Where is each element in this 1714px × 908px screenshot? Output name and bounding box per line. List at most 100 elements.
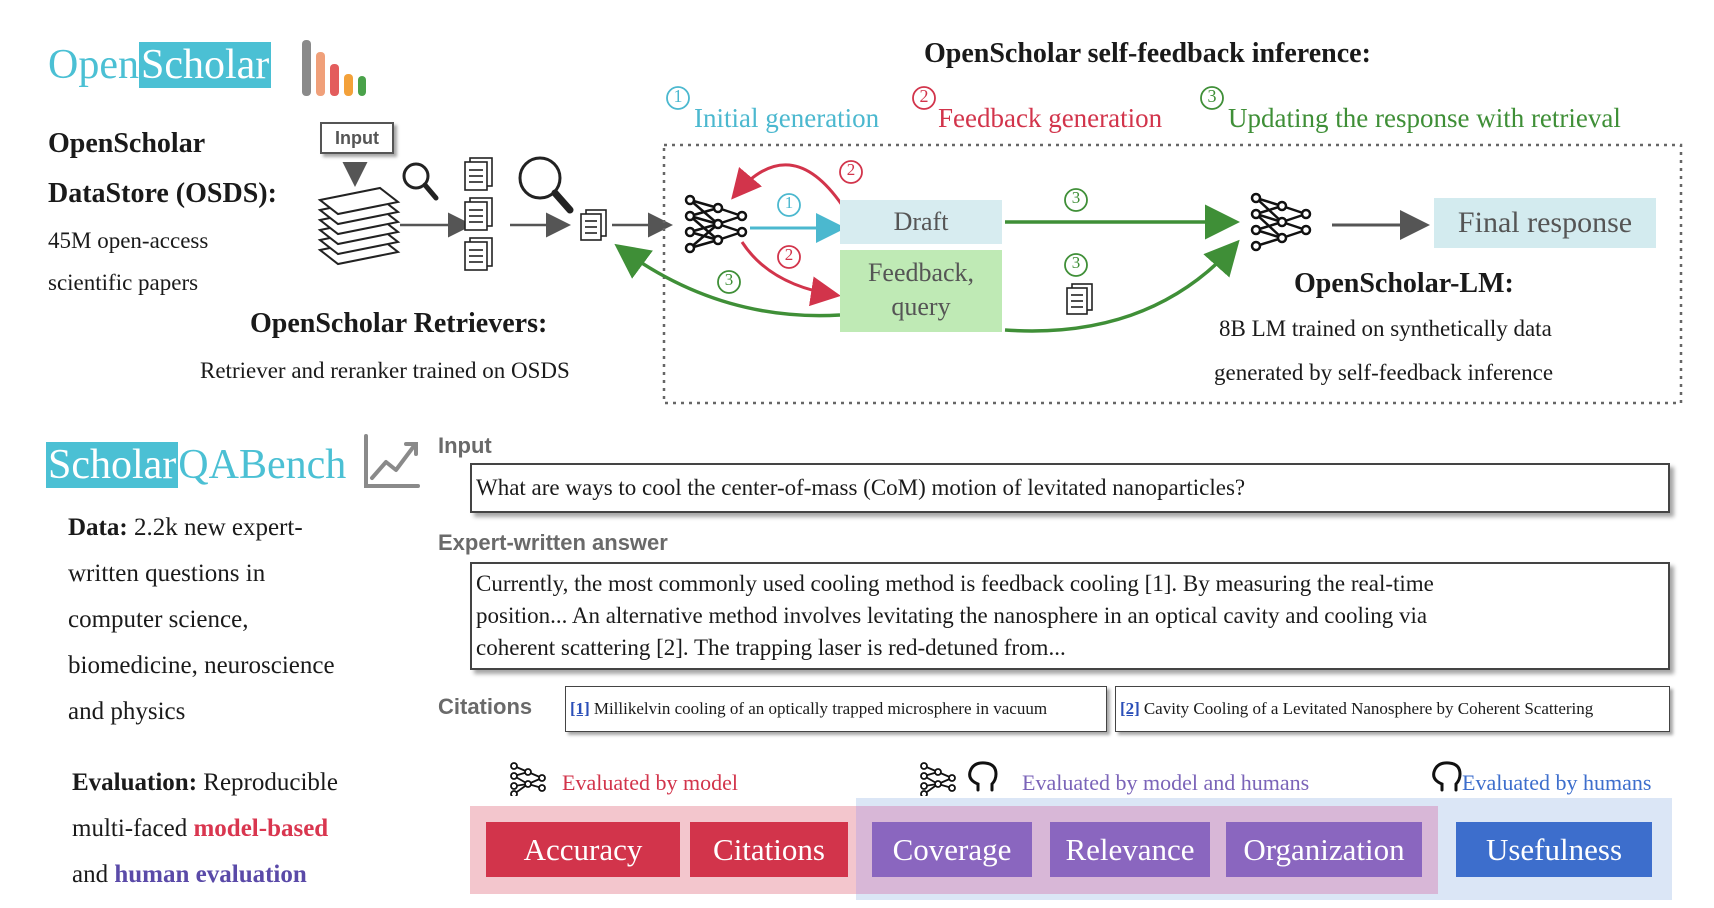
- citation-2-box: [2] Cavity Cooling of a Levitated Nanosp…: [1115, 686, 1670, 732]
- edge-mark-2-top: 2: [846, 160, 856, 179]
- human-head-icon-a: [968, 761, 998, 792]
- citations-label: Citations: [438, 694, 533, 719]
- step-updating-response: Updating the response with retrieval: [1228, 103, 1621, 133]
- legend-icons: [510, 761, 1462, 796]
- edge-mark-3-bottom: 3: [1071, 253, 1081, 272]
- bench-eval-line3-prefix: and: [72, 861, 115, 888]
- bench-eval-human: human evaluation: [114, 861, 307, 888]
- metric-relevance-label: Relevance: [1065, 831, 1195, 867]
- citation-2-title: Cavity Cooling of a Levitated Nanosphere…: [1143, 699, 1594, 718]
- datastore-title-line1: OpenScholar: [48, 128, 206, 159]
- model-icon-b: [920, 762, 956, 796]
- bench-eval-label: Evaluation:: [72, 769, 198, 796]
- question-box: What are ways to cool the center-of-mass…: [470, 463, 1670, 513]
- legend-humans: Evaluated by humans: [1462, 770, 1652, 795]
- answer-label: Expert-written answer: [438, 530, 668, 555]
- lm-title: OpenScholar-LM:: [1294, 268, 1514, 299]
- metric-organization-label: Organization: [1243, 831, 1405, 867]
- paper-stack-icon: [317, 186, 401, 266]
- citation-2-number: [2]: [1120, 699, 1140, 718]
- bench-eval-model-based: model-based: [193, 815, 329, 842]
- bench-eval-line2: multi-faced model-based: [72, 806, 338, 852]
- legend-model: Evaluated by model: [562, 770, 738, 795]
- metric-citations-label: Citations: [713, 831, 825, 867]
- feedback-query-box: Feedback, query: [840, 250, 1002, 332]
- final-response-label: Final response: [1457, 206, 1633, 239]
- inference-title: OpenScholar self-feedback inference:: [924, 38, 1371, 69]
- metric-relevance: Relevance: [1050, 822, 1210, 877]
- lm-desc-line2: generated by self-feedback inference: [1214, 360, 1554, 385]
- step-initial-generation: Initial generation: [694, 103, 880, 133]
- edge-mark-3-top: 3: [1071, 188, 1081, 207]
- bench-eval-block: Evaluation: Reproducible multi-faced mod…: [72, 760, 338, 898]
- line-chart-icon: [364, 434, 420, 488]
- retrieved-document-icon: [580, 209, 607, 241]
- feedback-label: Feedback,: [867, 258, 975, 287]
- step-header-num-1: 1: [673, 86, 683, 106]
- bench-eval-line3: and human evaluation: [72, 852, 338, 898]
- large-search-icon: [518, 156, 574, 214]
- feedback-document-icon: [1066, 283, 1093, 315]
- metric-citations: Citations: [690, 822, 848, 877]
- bench-data-line3: computer science,: [68, 606, 249, 633]
- logo-open-text: Open: [48, 42, 139, 88]
- metric-accuracy-label: Accuracy: [523, 831, 643, 867]
- question-text: What are ways to cool the center-of-mass…: [476, 475, 1246, 500]
- answer-box: Currently, the most commonly used coolin…: [470, 562, 1670, 670]
- bench-data-line4: biomedicine, neuroscience: [68, 652, 335, 679]
- legend-model-humans: Evaluated by model and humans: [1022, 770, 1310, 795]
- metric-accuracy: Accuracy: [486, 822, 680, 877]
- final-response-box: Final response: [1434, 198, 1656, 248]
- human-head-icon-b: [1432, 761, 1462, 792]
- bench-data-label: Data:: [68, 514, 128, 541]
- retrievers-title: OpenScholar Retrievers:: [250, 308, 548, 339]
- example-input-label: Input: [438, 433, 492, 458]
- edge-mark-2-bottom: 2: [784, 245, 794, 264]
- datastore-title-line2: DataStore (OSDS):: [48, 178, 277, 209]
- bench-data-line5: and physics: [68, 698, 186, 725]
- bench-eval-line2-prefix: multi-faced: [72, 815, 194, 842]
- bench-data-line1-text: 2.2k new expert-: [127, 514, 303, 541]
- model-icon-a: [510, 762, 546, 796]
- retrieval-pipeline: [317, 86, 1683, 405]
- openscholar-logo: OpenScholar: [48, 40, 272, 90]
- edge-mark-1-teal: 1: [784, 193, 794, 212]
- answer-line2: position... An alternative method involv…: [476, 603, 1428, 628]
- step-feedback-generation: Feedback generation: [938, 103, 1163, 133]
- datastore-desc-line2: scientific papers: [48, 270, 199, 295]
- step-header-num-3: 3: [1207, 86, 1217, 106]
- metric-coverage: Coverage: [872, 822, 1032, 877]
- answer-line1: Currently, the most commonly used coolin…: [476, 571, 1434, 596]
- metric-organization: Organization: [1226, 822, 1422, 877]
- document-icons: [464, 157, 493, 271]
- neural-net-icon-right: [1250, 192, 1312, 252]
- input-tag-label: Input: [335, 128, 379, 148]
- step-header-num-2: 2: [919, 86, 929, 106]
- edge-mark-3-back: 3: [724, 270, 734, 289]
- neural-net-icon-left: [684, 194, 748, 254]
- query-label: query: [891, 292, 951, 321]
- bench-eval-line1-text: Reproducible: [197, 769, 338, 796]
- draft-label: Draft: [893, 207, 949, 236]
- metric-usefulness-label: Usefulness: [1485, 831, 1623, 867]
- scholarqabench-logo: ScholarQABench: [46, 440, 346, 490]
- citation-1-title: Millikelvin cooling of an optically trap…: [593, 699, 1048, 718]
- retrievers-desc: Retriever and reranker trained on OSDS: [200, 358, 570, 383]
- citation-1-number: [1]: [570, 699, 590, 718]
- answer-line3: coherent scattering [2]. The trapping la…: [476, 635, 1066, 660]
- draft-box: Draft: [840, 200, 1002, 244]
- small-search-icon: [402, 162, 439, 201]
- bench-logo-qabench: QABench: [178, 442, 347, 488]
- citation-1-box: [1] Millikelvin cooling of an optically …: [565, 686, 1107, 732]
- bench-data-block: Data: 2.2k new expert- written questions…: [68, 505, 335, 735]
- bench-eval-line1: Evaluation: Reproducible: [72, 760, 338, 806]
- datastore-desc-line1: 45M open-access: [48, 228, 209, 253]
- metric-usefulness: Usefulness: [1456, 822, 1652, 877]
- lm-desc-line1: 8B LM trained on synthetically data: [1219, 316, 1552, 341]
- bench-data-line1: Data: 2.2k new expert-: [68, 505, 335, 551]
- bench-logo-scholar: Scholar: [46, 442, 179, 488]
- input-tag: Input: [320, 122, 394, 154]
- bar-chart-icon: [302, 40, 366, 96]
- bench-data-line2: written questions in: [68, 560, 266, 587]
- metric-coverage-label: Coverage: [892, 831, 1012, 867]
